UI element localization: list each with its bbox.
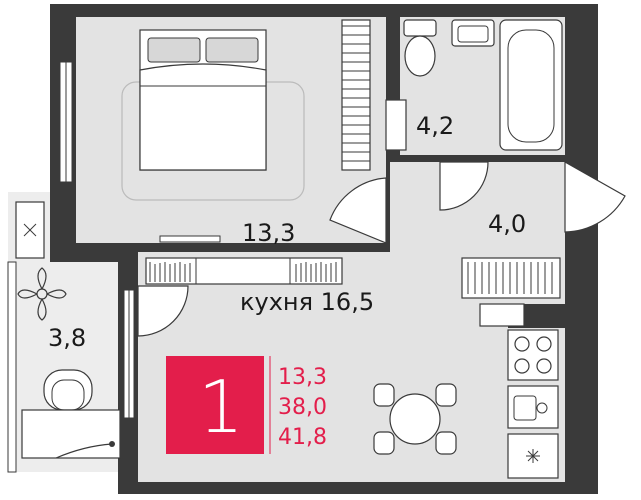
kitchen-sink-icon: [507, 385, 559, 429]
tv-stand: [159, 235, 221, 243]
ventilation-box: [15, 201, 45, 259]
bedroom-area: 13,3: [242, 219, 295, 247]
room-labels: 13,3 4,2 4,0 кухня 16,5 3,8: [48, 112, 526, 352]
utility-box: [385, 99, 407, 151]
summary-block: 1 13,3 38,0 41,8: [166, 356, 327, 454]
sink-icon: [451, 19, 495, 47]
stove-icon: [507, 329, 559, 381]
toilet-icon: [403, 19, 437, 77]
entrance-door: [564, 160, 626, 233]
dining-table-icon: [373, 383, 457, 455]
area-without-balcony: 38,0: [278, 395, 327, 420]
kitchen-furniture: [145, 257, 559, 479]
kitchen-area: кухня 16,5: [240, 288, 374, 316]
wardrobe-hangers: [342, 25, 370, 162]
kitchen-shelf: [145, 257, 343, 285]
balcony-area: 3,8: [48, 324, 86, 352]
plant-icon: [17, 267, 67, 321]
hall-hangers: [467, 262, 553, 294]
doors: [137, 160, 626, 337]
armchair-icon: [43, 369, 93, 411]
bathtub-icon: [499, 19, 563, 151]
bathroom-door: [439, 161, 489, 211]
desk-icon: [21, 409, 121, 459]
double-bed-icon: [139, 29, 267, 171]
balcony-railing: [7, 261, 17, 473]
windows: [7, 61, 135, 473]
hallway-wardrobe[interactable]: [461, 257, 561, 327]
living-area: 13,3: [278, 365, 327, 390]
total-area: 41,8: [278, 425, 327, 450]
kitchen-floor-extra: [458, 304, 508, 482]
balcony-furniture: [15, 201, 121, 459]
bathroom-fixtures: [385, 19, 563, 151]
room-count-badge: [166, 356, 264, 454]
bathroom-area: 4,2: [416, 112, 454, 140]
ventilation-icon: [526, 449, 540, 463]
bedroom-door: [329, 177, 387, 244]
bedroom-furniture: [121, 19, 371, 243]
wardrobe-icon: [341, 19, 371, 171]
shelf-books: [149, 262, 337, 282]
hallway-area: 4,0: [488, 210, 526, 238]
balcony-door: [137, 285, 189, 337]
room-count: 1: [198, 365, 244, 449]
